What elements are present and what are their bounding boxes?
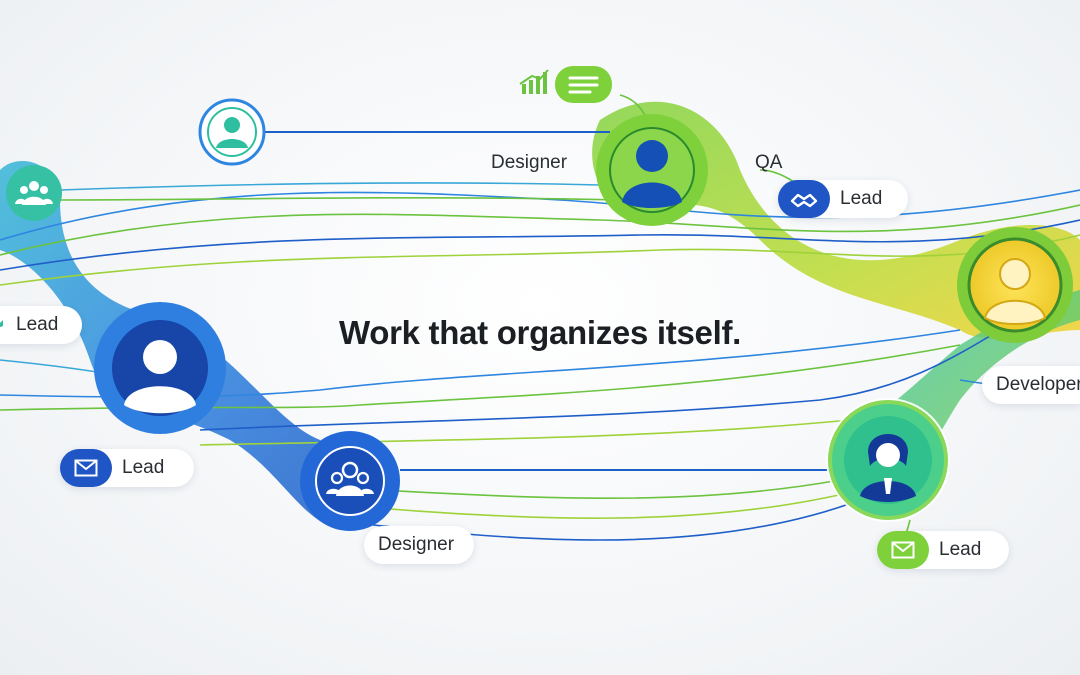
person-node-top-left[interactable] <box>198 98 266 166</box>
tag-lead-left[interactable]: Lead <box>0 306 83 344</box>
mail-icon <box>877 531 929 569</box>
group-node-left[interactable] <box>6 165 62 221</box>
tag-designer-bottom[interactable]: Designer <box>364 526 475 564</box>
tag-lead-left-label: Lead <box>16 314 59 335</box>
tag-lead-top[interactable]: Lead <box>778 180 909 218</box>
tag-lead-mid-left-label: Lead <box>122 457 165 478</box>
group-icon <box>15 181 53 205</box>
person-node-yellow[interactable] <box>957 227 1073 343</box>
tag-developer[interactable]: Developer <box>982 366 1080 404</box>
handshake-icon <box>778 180 830 218</box>
person-icon <box>124 340 196 414</box>
person-icon <box>860 434 916 502</box>
group-icon <box>326 461 374 496</box>
tag-lead-bottom-right[interactable]: Lead <box>877 531 1010 569</box>
bar-chart-icon <box>519 69 549 94</box>
tag-lead-mid-left[interactable]: Lead <box>60 449 195 487</box>
chat-icon <box>568 76 599 94</box>
headline: Work that organizes itself. <box>338 314 742 351</box>
person-icon <box>622 140 682 208</box>
tag-lead-bottom-right-label: Lead <box>939 539 982 560</box>
person-node-green-top[interactable] <box>596 114 708 226</box>
group-node-designer[interactable] <box>300 431 400 531</box>
label-qa: QA <box>755 152 783 173</box>
tag-lead-top-label: Lead <box>840 188 883 209</box>
mail-icon <box>60 449 112 487</box>
label-designer-top: Designer <box>491 152 568 173</box>
tag-designer-bottom-label: Designer <box>378 534 455 555</box>
check-icon <box>0 306 12 344</box>
person-node-teal[interactable] <box>826 398 950 522</box>
flow-lines <box>0 94 1080 551</box>
person-icon <box>983 258 1047 325</box>
person-node-blue-large[interactable] <box>94 302 226 434</box>
chat-node[interactable] <box>555 66 612 103</box>
tag-developer-label: Developer <box>996 374 1080 395</box>
person-icon <box>216 117 248 148</box>
